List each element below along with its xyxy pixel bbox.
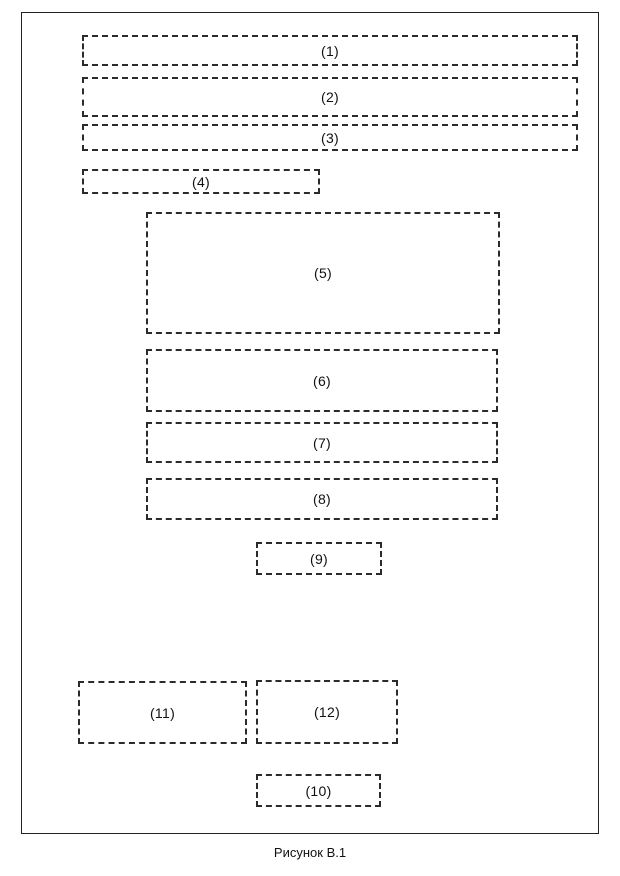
field-2: (2) <box>82 77 578 117</box>
field-10: (10) <box>256 774 381 807</box>
field-7: (7) <box>146 422 498 463</box>
field-11-label: (11) <box>149 704 176 721</box>
field-11: (11) <box>78 681 247 744</box>
field-3: (3) <box>82 124 578 151</box>
field-9-label: (9) <box>309 550 328 567</box>
page-frame <box>21 12 599 834</box>
field-5: (5) <box>146 212 500 334</box>
field-12-label: (12) <box>313 704 341 720</box>
field-4: (4) <box>82 169 320 194</box>
field-9: (9) <box>256 542 382 575</box>
field-10-label: (10) <box>305 782 332 799</box>
field-6-label: (6) <box>312 372 331 389</box>
field-2-label: (2) <box>320 89 339 105</box>
field-1-label: (1) <box>320 42 339 59</box>
field-6: (6) <box>146 349 498 412</box>
field-7-label: (7) <box>312 434 331 451</box>
field-8-label: (8) <box>312 491 331 507</box>
field-5-label: (5) <box>313 265 332 281</box>
field-4-label: (4) <box>191 173 210 190</box>
figure-caption: Рисунок В.1 <box>273 845 347 860</box>
field-3-label: (3) <box>320 129 339 146</box>
field-1: (1) <box>82 35 578 66</box>
field-12: (12) <box>256 680 398 744</box>
field-8: (8) <box>146 478 498 520</box>
